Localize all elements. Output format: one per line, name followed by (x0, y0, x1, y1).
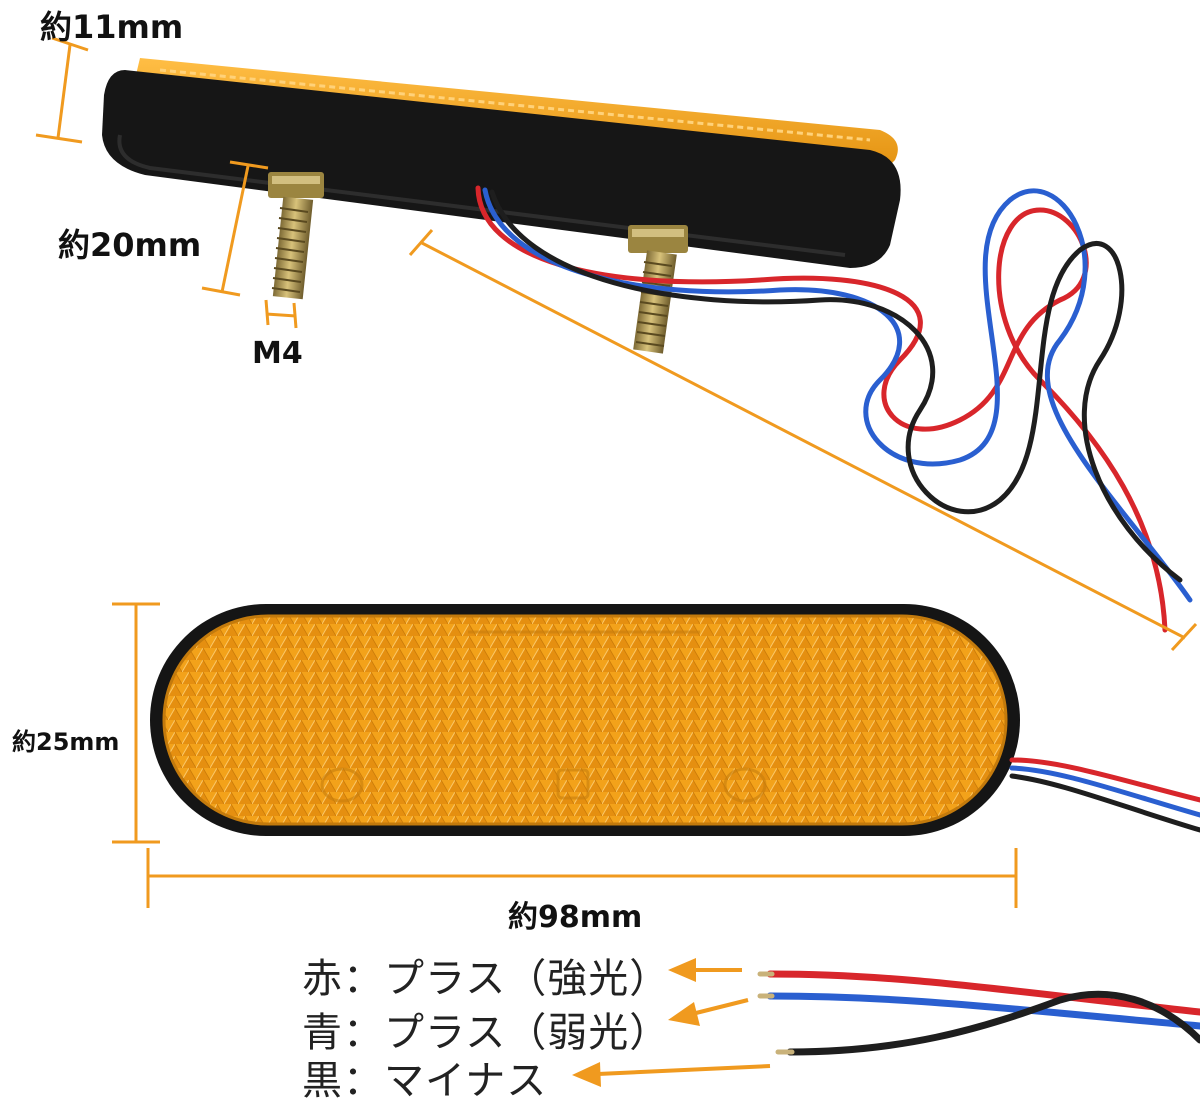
bolt-left (268, 172, 324, 300)
bolt-length-label: 約20mm (58, 226, 202, 264)
reflector-side-view (102, 58, 1193, 633)
wire-ends (757, 970, 1200, 1056)
reflector-front-lens (164, 616, 1006, 824)
thread-size-label: M4 (252, 336, 303, 371)
dimension-lines-front (112, 602, 1018, 908)
dimension-lines-top (35, 36, 1198, 652)
width-label: 約98mm (508, 900, 643, 935)
wire-label-red: 赤：プラス（強光） (302, 956, 671, 1002)
height-label: 約25mm (12, 728, 120, 756)
reflector-front-view (150, 604, 1200, 836)
wire-label-black: 黒：マイナス (302, 1058, 548, 1104)
legend-arrows (572, 958, 771, 1087)
thickness-label: 約11mm (40, 8, 184, 46)
reflector-housing (102, 70, 901, 268)
wire-label-blue: 青：プラス（弱光） (302, 1010, 671, 1056)
wire-bundle-top (475, 185, 1193, 633)
